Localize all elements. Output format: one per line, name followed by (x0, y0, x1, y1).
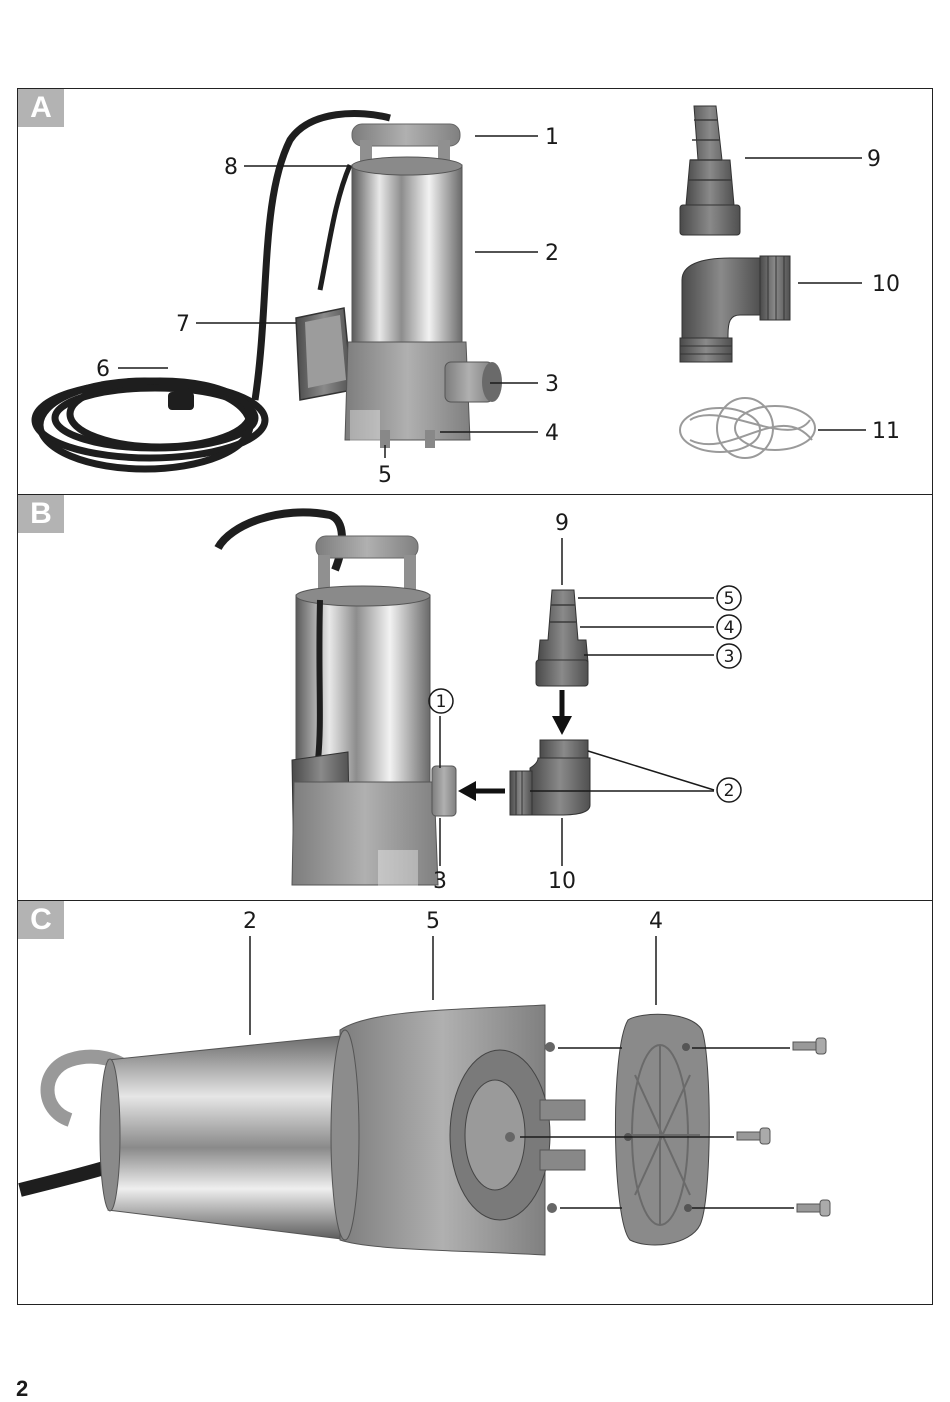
hose-connector-9 (680, 106, 740, 235)
label-a-3: 3 (545, 372, 559, 397)
circled-5: 5 (724, 589, 735, 609)
hose-connector-b (536, 590, 588, 686)
elbow-connector-10 (680, 256, 790, 362)
label-a-6: 6 (96, 357, 110, 382)
arrow-left-icon (458, 781, 505, 801)
label-b-9: 9 (555, 511, 569, 536)
pump-b-illustration (218, 512, 456, 886)
base-plate-4 (615, 1014, 709, 1245)
label-a-10: 10 (872, 272, 900, 297)
label-c-5: 5 (426, 909, 440, 934)
label-a-5: 5 (378, 463, 392, 488)
screw-icon (737, 1038, 830, 1216)
circled-2: 2 (724, 781, 735, 801)
label-a-8: 8 (224, 155, 238, 180)
pump-c-illustration (20, 1005, 585, 1255)
label-a-9: 9 (867, 147, 881, 172)
label-b-10: 10 (548, 869, 576, 894)
rope-11 (680, 398, 815, 458)
label-a-1: 1 (545, 125, 559, 150)
circled-4: 4 (724, 618, 735, 638)
page-number: 2 (16, 1376, 28, 1402)
label-b-3: 3 (433, 869, 447, 894)
label-a-4: 4 (545, 421, 559, 446)
label-a-7: 7 (176, 312, 190, 337)
label-a-11: 11 (872, 419, 900, 444)
elbow-connector-b (510, 740, 590, 815)
label-c-4: 4 (649, 909, 663, 934)
pump-a-illustration (35, 113, 502, 469)
arrow-down-icon (552, 690, 572, 735)
circled-3: 3 (724, 647, 735, 667)
label-c-2: 2 (243, 909, 257, 934)
circled-1: 1 (436, 692, 447, 712)
label-a-2: 2 (545, 241, 559, 266)
